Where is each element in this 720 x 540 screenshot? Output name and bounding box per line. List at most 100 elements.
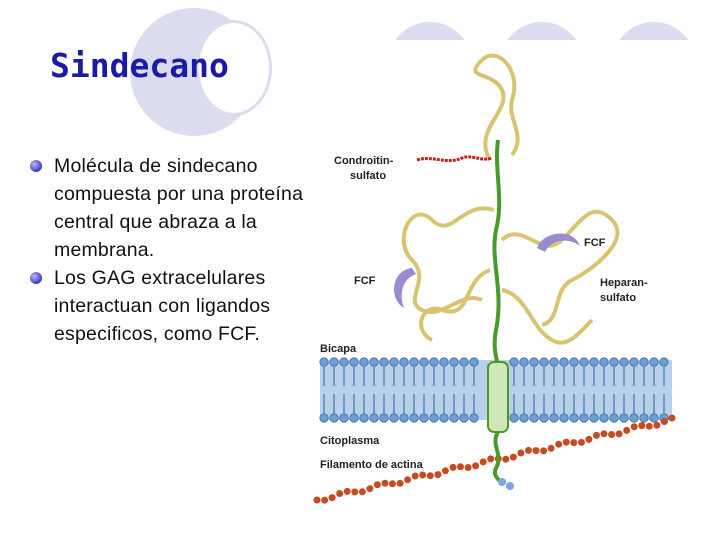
label-fcf-right: FCF (584, 237, 606, 249)
lipid-head (569, 413, 579, 423)
bullet-item: Los GAG extracelulares interactuan con l… (30, 264, 330, 348)
lipid-head (379, 413, 389, 423)
lipid-head (369, 413, 379, 423)
gag-chain-mid-left (419, 268, 491, 342)
lipid-head (349, 357, 359, 367)
actin-bead (426, 472, 434, 480)
actin-bead (358, 488, 366, 496)
actin-bead (343, 487, 351, 495)
actin-bead (653, 421, 661, 429)
lipid-head (439, 357, 449, 367)
actin-bead (328, 494, 336, 502)
actin-bead (351, 488, 359, 496)
lipid-head (429, 413, 439, 423)
actin-bead (600, 430, 608, 438)
gag-chain-right-lower (501, 288, 594, 345)
lipid-head (409, 413, 419, 423)
lipid-head (449, 413, 459, 423)
lipid-head (649, 357, 659, 367)
lipid-head (359, 413, 369, 423)
lipid-head (569, 357, 579, 367)
slide-title: Sindecano (50, 46, 229, 85)
actin-bead (381, 479, 389, 487)
label-bicapa: Bicapa (320, 343, 357, 355)
lipid-head (519, 413, 529, 423)
lipid-head (329, 413, 339, 423)
lipid-head (609, 357, 619, 367)
lipid-head (379, 357, 389, 367)
bullet-text: Molécula de sindecano compuesta por una … (54, 155, 304, 261)
actin-bead (389, 480, 396, 488)
actin-bead (404, 476, 412, 484)
label-condroitin-1: Condroitin- (334, 155, 394, 167)
anchor-protein (506, 482, 514, 490)
condroitin-chain (416, 155, 493, 163)
actin-bead (313, 496, 321, 504)
lipid-head (619, 357, 629, 367)
lipid-head (439, 413, 449, 423)
actin-bead (570, 439, 578, 447)
lipid-head (359, 357, 369, 367)
actin-bead (585, 435, 593, 443)
actin-bead (487, 455, 495, 463)
gag-chain-top (473, 53, 520, 162)
actin-bead (434, 471, 442, 479)
actin-bead (509, 453, 517, 461)
lipid-head (319, 357, 329, 367)
lipid-head (449, 357, 459, 367)
bullet-icon (30, 160, 42, 172)
lipid-head (529, 357, 539, 367)
actin-bead (668, 414, 676, 422)
actin-bead (615, 430, 623, 438)
actin-bead (608, 431, 616, 438)
actin-bead (532, 447, 540, 455)
lipid-head (599, 357, 609, 367)
lipid-head (399, 413, 409, 423)
actin-bead (441, 467, 449, 475)
actin-bead (577, 438, 585, 446)
bullet-icon (30, 272, 42, 284)
actin-filament (313, 414, 676, 504)
actin-bead (593, 431, 600, 439)
actin-bead (321, 496, 329, 504)
lipid-head (559, 413, 569, 423)
lipid-head (339, 357, 349, 367)
transmembrane-domain (487, 361, 509, 433)
lipid-head (509, 357, 519, 367)
lipid-head (559, 357, 569, 367)
lipid-head (389, 357, 399, 367)
lipid-head (609, 413, 619, 423)
actin-bead (502, 455, 510, 463)
lipid-head (419, 413, 429, 423)
lipid-head (459, 357, 469, 367)
actin-bead (373, 481, 381, 489)
lipid-head (339, 413, 349, 423)
gag-chain-left (401, 206, 495, 314)
fcf-ligand-left (394, 268, 416, 308)
lipid-head (639, 413, 649, 423)
lipid-head (389, 413, 399, 423)
lipid-head (599, 413, 609, 423)
bullet-list: Molécula de sindecano compuesta por una … (30, 152, 330, 348)
actin-bead (472, 462, 480, 470)
lipid-head (469, 413, 479, 423)
lipid-head (629, 413, 639, 423)
lipid-head (399, 357, 409, 367)
actin-bead (419, 471, 427, 479)
actin-bead (457, 463, 464, 471)
lipid-head (579, 357, 589, 367)
lipid-head (539, 413, 549, 423)
lipid-head (469, 357, 479, 367)
lipid-head (519, 357, 529, 367)
actin-bead (638, 422, 646, 430)
label-heparan-1: Heparan- (600, 277, 648, 289)
lipid-head (589, 413, 599, 423)
lipid-head (349, 413, 359, 423)
bullet-text: Los GAG extracelulares interactuan con l… (54, 267, 271, 345)
label-citoplasma: Citoplasma (320, 435, 380, 447)
label-filamento: Filamento de actina (320, 459, 424, 471)
lipid-head (419, 357, 429, 367)
lipid-head (659, 357, 669, 367)
lipid-head (409, 357, 419, 367)
actin-bead (660, 418, 668, 425)
